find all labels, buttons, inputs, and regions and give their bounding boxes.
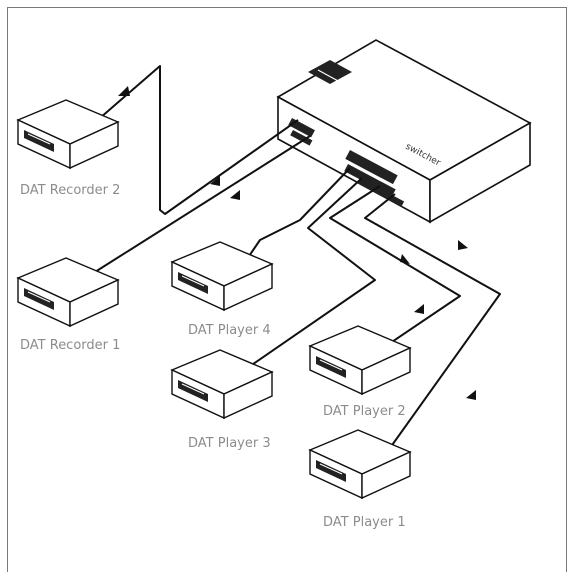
cable-player4 (244, 167, 351, 263)
hub-unit: switcher (276, 39, 532, 224)
dat-player-2-label: DAT Player 2 (323, 404, 406, 419)
cable-player1 (364, 193, 501, 456)
dat-recorder-2-label: DAT Recorder 2 (20, 183, 121, 198)
dat-recorder-1-device (17, 257, 119, 327)
dat-player-3-label: DAT Player 3 (188, 436, 271, 451)
dat-recorder-1-label: DAT Recorder 1 (20, 338, 121, 353)
dat-player-2-device (309, 325, 411, 395)
dat-recorder-2-device (17, 99, 119, 169)
signal-arrows (118, 86, 476, 400)
cable-recorder1 (94, 135, 311, 273)
cables (94, 65, 501, 456)
dat-player-1-label: DAT Player 1 (323, 515, 406, 530)
dat-player-4-label: DAT Player 4 (188, 323, 271, 338)
diagram-frame (7, 7, 567, 572)
hub-display-icon (308, 60, 352, 84)
dat-player-4-device (171, 241, 273, 311)
cable-player3 (229, 177, 376, 381)
cable-player2 (329, 185, 461, 351)
cable-recorder2 (99, 65, 299, 215)
